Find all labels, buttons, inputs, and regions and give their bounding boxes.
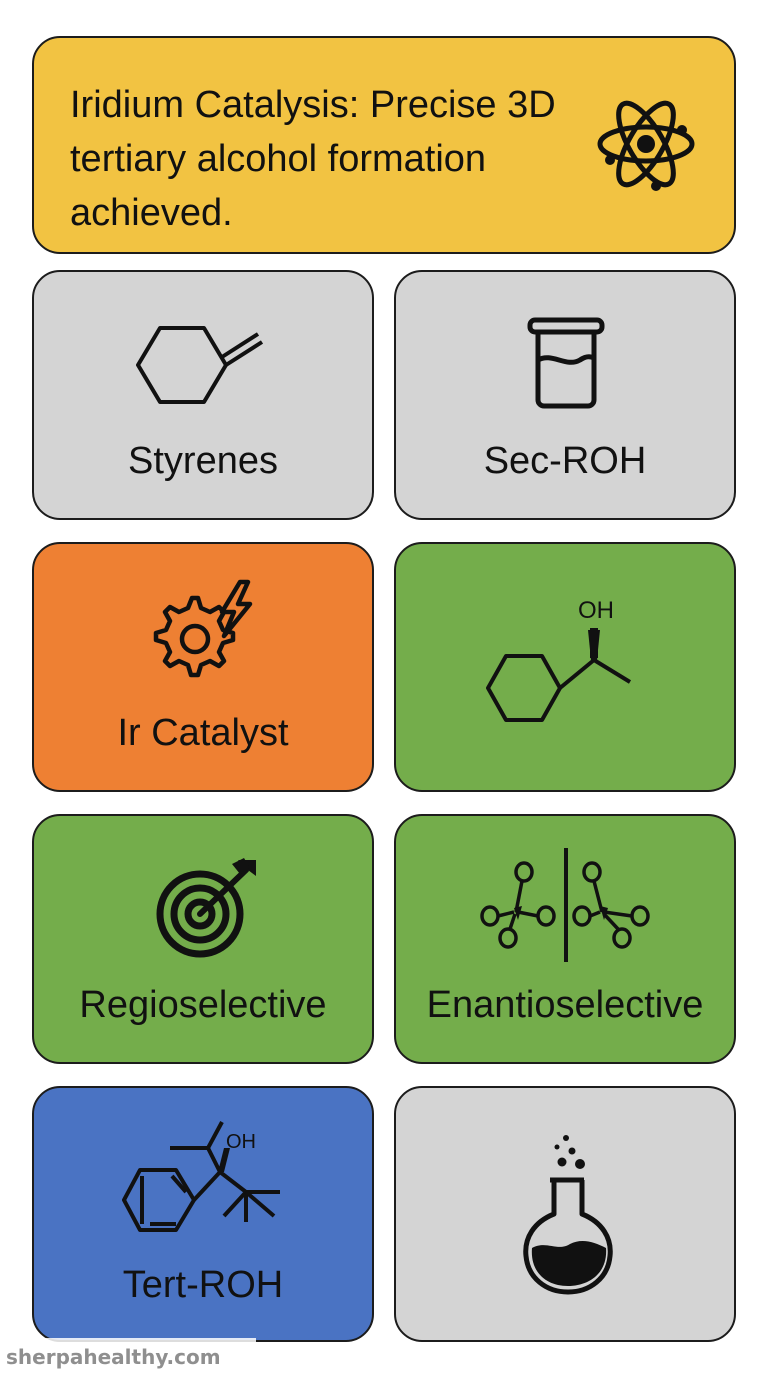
regioselective-label: Regioselective bbox=[79, 984, 327, 1026]
flask-bubbles-icon bbox=[523, 1135, 613, 1295]
beaker-icon bbox=[527, 317, 605, 409]
enantioselective-label: Enantioselective bbox=[426, 984, 704, 1026]
styrenes-label: Styrenes bbox=[128, 440, 278, 482]
enantioselective-card: Enantioselective bbox=[394, 814, 736, 1064]
styrenes-card: Styrenes bbox=[32, 270, 374, 520]
tert-roh-card: OH Tert-ROH bbox=[32, 1086, 374, 1342]
header-title: Iridium Catalysis: Precise 3D tertiary a… bbox=[70, 84, 556, 234]
secondary-alcohol-structure-icon: OH bbox=[486, 597, 632, 722]
target-arrow-icon bbox=[156, 858, 256, 958]
regioselective-card: Regioselective bbox=[32, 814, 374, 1064]
gear-lightning-icon bbox=[153, 579, 253, 678]
sec-roh-card: Sec-ROH bbox=[394, 270, 736, 520]
tert-roh-label: Tert-ROH bbox=[122, 1264, 284, 1306]
flask-card bbox=[394, 1086, 736, 1342]
header-card: Iridium Catalysis: Precise 3D tertiary a… bbox=[32, 36, 736, 254]
oh-label: OH bbox=[578, 597, 614, 624]
methylenecyclohexane-icon bbox=[136, 326, 264, 404]
ir-catalyst-card: Ir Catalyst bbox=[32, 542, 374, 792]
oh-label: OH bbox=[226, 1131, 256, 1153]
mirror-enantiomers-icon bbox=[480, 848, 650, 962]
sec-roh-label: Sec-ROH bbox=[483, 440, 647, 482]
atom-icon bbox=[597, 100, 695, 191]
tertiary-alcohol-structure-icon: OH bbox=[122, 1121, 280, 1232]
ir-catalyst-label: Ir Catalyst bbox=[117, 712, 289, 754]
secondary-alcohol-card: OH bbox=[394, 542, 736, 792]
watermark: sherpahealthy.com bbox=[0, 1338, 256, 1376]
